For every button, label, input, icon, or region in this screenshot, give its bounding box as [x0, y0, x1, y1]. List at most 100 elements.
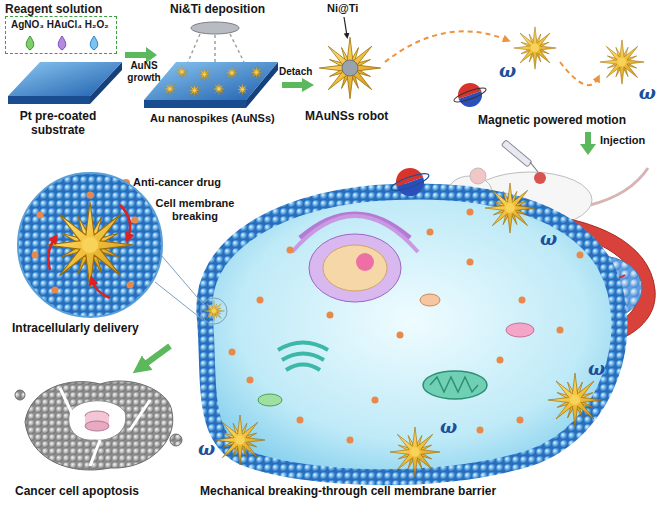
drug-dots [297, 417, 304, 424]
dashed-box: AgNO₃ HAuCl₄ H₂O₂ [5, 16, 117, 54]
step-label: Magnetic powered motion [478, 114, 626, 128]
step-label: Intracellularly delivery [12, 322, 139, 336]
step-label: Ni&Ti deposition [170, 3, 265, 17]
zoom-inset [127, 282, 134, 289]
magnet-sphere [453, 85, 488, 104]
legend-note: Anti-cancer drug [133, 176, 221, 189]
drug-dots [577, 252, 584, 259]
zoom-target [201, 298, 227, 324]
step-label: AuNS growth [126, 60, 162, 83]
nanospike-substrate [144, 62, 278, 100]
mouse [470, 168, 486, 184]
step-label: Injection [600, 134, 645, 147]
box-heading: Reagent solution [5, 2, 117, 16]
magnet-sphere [386, 162, 433, 202]
drug-dots [497, 357, 504, 364]
drug-dots [427, 229, 434, 236]
mouse [530, 162, 538, 172]
nanospike-substrate [188, 84, 200, 96]
zoom-inset [37, 212, 44, 219]
cancer-cell [204, 191, 619, 477]
mouse [590, 168, 648, 205]
nanospike-substrate [144, 62, 278, 108]
nanospike-substrate [250, 66, 262, 78]
cancer-cell [430, 377, 478, 392]
deposition-source [188, 22, 244, 62]
reagent-droplets [90, 36, 98, 50]
zoom-inset [87, 192, 94, 199]
drug-dots [327, 312, 334, 319]
cancer-cell [423, 371, 487, 399]
robot-star [485, 183, 535, 233]
drug-dots [347, 437, 354, 444]
reagent-droplets [26, 36, 98, 50]
robot-star [514, 27, 556, 69]
cancer-cell [420, 294, 440, 306]
step-label: Cell membrane breaking [150, 197, 240, 222]
deposition-source [188, 34, 200, 62]
drug-dots [517, 417, 524, 424]
rotation-symbol: ω [540, 230, 557, 248]
part-label: MAuNSs robot [305, 110, 388, 124]
robot-star [548, 373, 602, 427]
drug-dots [467, 209, 474, 216]
deposition-source [214, 35, 216, 62]
zoom-inset [47, 202, 133, 288]
cancer-cell [309, 234, 401, 302]
nanospike-substrate [175, 65, 188, 78]
pt-substrate [8, 62, 122, 104]
zoom-inset [18, 173, 162, 317]
nanospike-substrate [225, 66, 238, 79]
apoptotic-cell [25, 381, 173, 470]
drug-dots [477, 427, 484, 434]
rotation-symbol: ω [499, 62, 516, 80]
drug-dots [247, 377, 254, 384]
zoom-inset [48, 238, 55, 270]
zoom-inset [92, 280, 110, 298]
robot-star [390, 427, 440, 477]
mouse [501, 140, 532, 167]
process-arrow [282, 78, 314, 92]
zoom-inset [132, 217, 139, 224]
pt-substrate [8, 96, 90, 104]
cancer-cell [506, 323, 534, 337]
drug-dots [557, 327, 564, 334]
drug-dots [287, 247, 294, 254]
drug-dots [372, 397, 379, 404]
apoptotic-cell [85, 421, 109, 431]
cancer-cell [356, 253, 374, 271]
motion-path [385, 31, 507, 62]
zoom-inset [52, 287, 59, 294]
reagent-droplets [58, 36, 66, 50]
robot-star [600, 40, 644, 84]
apoptotic-cell [69, 401, 126, 441]
magnet-sphere [389, 170, 430, 193]
drug-dots [467, 259, 474, 266]
nanospike-substrate [236, 83, 248, 95]
rotation-symbol: ω [198, 440, 215, 458]
step-label: Detach [279, 66, 312, 78]
deposition-source [191, 22, 239, 34]
apoptotic-cell [15, 381, 182, 470]
cancer-cell [278, 343, 328, 371]
apoptotic-cell [170, 434, 182, 446]
zoom-inset [18, 173, 162, 317]
drug-dots [229, 349, 236, 356]
process-arrow [580, 132, 596, 155]
process-arrow [140, 346, 170, 368]
drug-dots [257, 297, 264, 304]
rotation-symbol: ω [440, 418, 457, 436]
apoptotic-cell [15, 390, 25, 400]
rotation-symbol: ω [639, 84, 656, 102]
robot-star [319, 37, 380, 98]
robot-star [319, 37, 380, 98]
zoom-inset [32, 252, 39, 259]
robot-star [342, 60, 358, 76]
nanospike-substrate [163, 82, 176, 95]
rotation-symbol: ω [588, 360, 605, 378]
deposition-source [230, 34, 244, 62]
drug-dots [519, 297, 526, 304]
robot-star [215, 415, 265, 465]
